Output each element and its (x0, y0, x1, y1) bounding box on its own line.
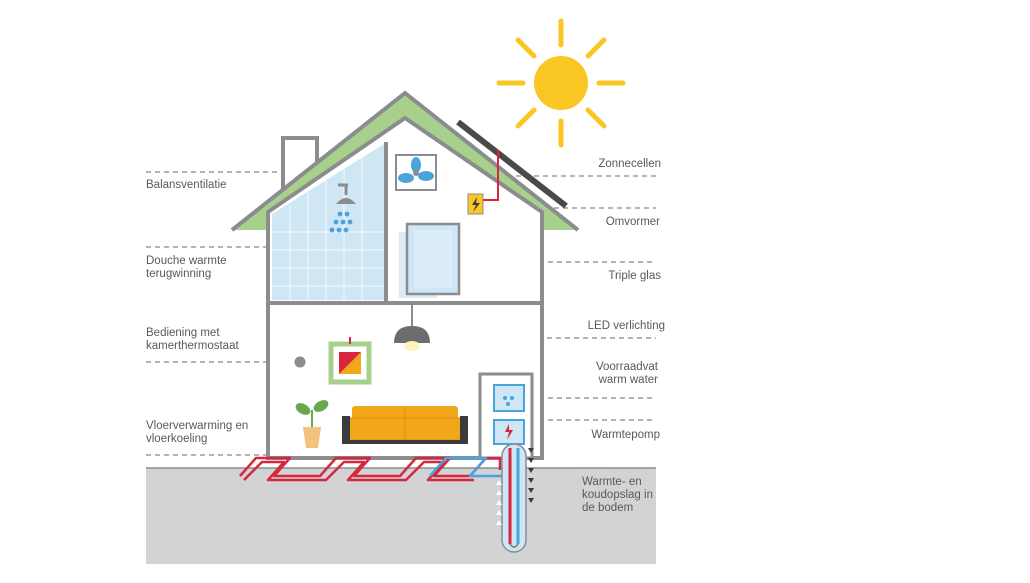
boiler-icon (493, 384, 525, 412)
ground-probe-icon (496, 443, 534, 553)
plant-icon (295, 400, 329, 448)
sofa-icon (342, 406, 468, 444)
label-warmtepomp: Warmtepomp (591, 429, 660, 441)
label-voorraadvat: Voorraadvat warm water (595, 361, 658, 386)
label-bodem-opslag: Warmte- en koudopslag in de bodem (582, 476, 653, 514)
solar-panel (456, 119, 568, 209)
floor-heating (239, 456, 506, 482)
label-zonnecellen: Zonnecellen (598, 158, 661, 170)
label-douche-warmte-terugwinning: Douche warmte terugwinning (146, 255, 227, 280)
sun-icon (496, 18, 626, 148)
attic-window (272, 144, 384, 300)
label-balansventilatie: Balansventilatie (146, 179, 227, 191)
heat-pump-icon (493, 419, 525, 445)
fan-icon (395, 154, 437, 191)
label-led-verlichting: LED verlichting (587, 320, 665, 332)
ground (146, 468, 656, 564)
lightning-icon (467, 193, 484, 215)
lamp-icon (394, 305, 430, 351)
label-omvormer: Omvormer (605, 216, 660, 228)
painting-icon (328, 337, 372, 385)
label-triple-glas: Triple glas (608, 270, 661, 282)
shower-icon (329, 183, 356, 233)
label-bediening-kamerthermostaat: Bediening met kamerthermostaat (146, 327, 239, 352)
thermostat-icon (294, 356, 306, 368)
label-vloerverwarming: Vloerverwarming en vloerkoeling (146, 420, 249, 445)
triple-glass-window (399, 222, 461, 298)
